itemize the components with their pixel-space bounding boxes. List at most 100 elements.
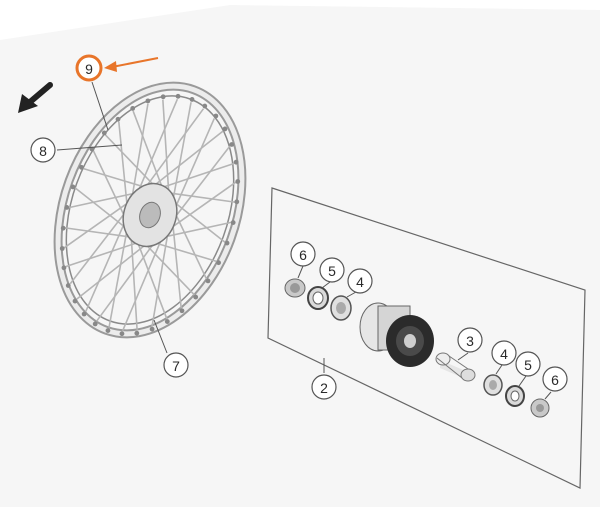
callout-7: 7: [163, 352, 189, 378]
spoke: [108, 225, 129, 328]
callout-circle: [515, 351, 541, 377]
spoke: [68, 191, 142, 209]
spoke: [158, 221, 232, 239]
leader-lines: [56, 81, 552, 400]
spoke-nipple: [70, 184, 76, 190]
spoke-nipple: [81, 311, 87, 317]
callout-label: 6: [551, 372, 559, 388]
spoke: [151, 240, 218, 263]
part-hub-body: [359, 302, 434, 367]
spoke-nipple: [230, 220, 236, 225]
callout-circle: [163, 352, 189, 378]
spoke: [65, 227, 135, 239]
callout-3: 3: [457, 327, 483, 353]
spoke-nipple: [160, 94, 166, 100]
callout-label: 4: [356, 274, 364, 290]
spoke: [95, 239, 158, 322]
spoke-nipple: [65, 283, 71, 288]
wheel-assembly: [53, 81, 247, 339]
spoke: [169, 145, 231, 224]
spoke-nipple: [164, 319, 170, 324]
spokes: [59, 93, 241, 337]
spoke: [158, 162, 235, 190]
spoke: [69, 206, 131, 285]
spoke-nipple: [216, 260, 221, 266]
spoke-nipple: [72, 298, 78, 304]
callout-4b: 4: [491, 340, 517, 366]
spoke-nipple: [193, 294, 199, 300]
spoke-nipple: [189, 97, 195, 102]
callout-label: 4: [500, 346, 508, 362]
spoke: [142, 108, 205, 191]
spoke-nipple: [205, 278, 211, 284]
spoke-nipple: [234, 199, 240, 205]
spoke: [63, 197, 135, 249]
spoke: [171, 207, 208, 280]
spoke-nipple: [60, 225, 66, 231]
callout-label: 3: [466, 333, 474, 349]
callout-2: 2: [311, 374, 337, 400]
callout-label: 5: [328, 263, 336, 279]
callout-8: 8: [30, 137, 56, 163]
direction-arrow-icon: [18, 82, 53, 113]
spoke: [171, 118, 216, 215]
spoke-nipple: [61, 265, 67, 271]
spoke: [104, 134, 158, 189]
spoke: [135, 238, 168, 320]
spoke: [82, 167, 149, 190]
spoke-nipple: [235, 179, 241, 184]
callout-circle: [290, 241, 316, 267]
callout-circle: [75, 54, 103, 82]
spoke-nipple: [233, 159, 239, 165]
spoke: [65, 240, 142, 268]
spoke-nipple: [202, 103, 208, 109]
spoke: [165, 181, 237, 233]
hub-center: [139, 201, 161, 229]
spoke-nipple: [115, 116, 121, 122]
part-bearing-right: [483, 374, 503, 396]
spoke-nipple: [145, 98, 151, 104]
spoke-nipple: [64, 205, 70, 210]
callout-6a: 6: [290, 241, 316, 267]
part-bearing-left: [330, 295, 352, 321]
callout-circle: [491, 340, 517, 366]
spoke: [142, 241, 196, 296]
spoke-nipple: [92, 321, 98, 327]
spoke-nipple: [175, 93, 181, 99]
callout-circle: [319, 257, 345, 283]
spoke: [92, 150, 129, 223]
callout-4a: 4: [347, 268, 373, 294]
spoke: [135, 98, 179, 197]
part-seal-right: [505, 385, 525, 407]
spoke-nipple: [59, 246, 65, 251]
part-seal-left: [307, 286, 329, 310]
callout-9: 9: [75, 54, 103, 82]
callout-label: 9: [85, 61, 93, 77]
spoke-nipple: [79, 164, 84, 170]
callout-label: 2: [320, 380, 328, 396]
callout-5a: 5: [319, 257, 345, 283]
callout-circle: [347, 268, 373, 294]
spoke: [132, 110, 165, 192]
callout-5b: 5: [515, 351, 541, 377]
callout-circle: [311, 374, 337, 400]
spoke-nipple: [224, 240, 230, 246]
spoke: [121, 233, 165, 332]
spoke: [169, 198, 226, 243]
spoke: [130, 233, 138, 331]
callout-label: 7: [172, 358, 180, 374]
spoke-nipple: [149, 326, 155, 332]
spoke-nipple: [213, 113, 219, 119]
callout-circle: [542, 366, 568, 392]
part-axle-nut-left: [284, 278, 306, 298]
spoke-nipple: [222, 126, 228, 132]
spoke: [117, 121, 129, 213]
spoke: [150, 130, 224, 189]
callout-circle: [457, 327, 483, 353]
spoke: [165, 191, 235, 203]
spoke-nipple: [179, 308, 185, 314]
spoke-nipple: [134, 330, 140, 336]
spoke-nipple: [229, 142, 235, 147]
spoke-nipple: [101, 130, 107, 136]
